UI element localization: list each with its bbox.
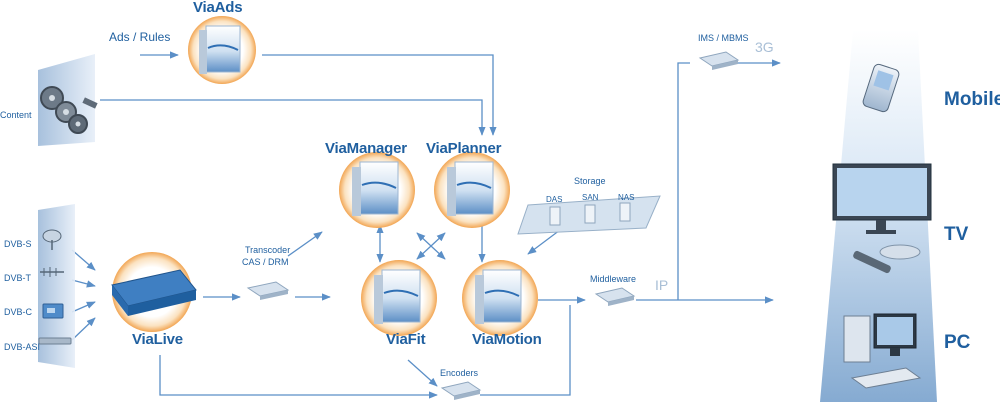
server-icon (38, 337, 72, 345)
ip-to-ims (677, 62, 690, 300)
tv-label: TV (944, 224, 969, 245)
keyboard-icon (850, 367, 922, 389)
set-top-box-icon (879, 244, 921, 260)
ims-mbms-label: IMS / MBMS (698, 33, 749, 43)
encoders-label: Encoders (440, 368, 479, 378)
network-device-icon (698, 51, 740, 70)
viamanager-label: ViaManager (325, 140, 407, 157)
transcoder-label: Transcoder (245, 245, 291, 255)
dvb-t-label: DVB-T (4, 273, 31, 283)
dvb-asi-label: DVB-ASI (4, 342, 41, 352)
connector-lines (71, 51, 781, 399)
satellite-dish-icon (42, 229, 62, 250)
dvb-t-arrow (71, 279, 96, 288)
pc-label: PC (944, 332, 971, 353)
nas-label: NAS (618, 193, 635, 202)
viamanager-product[interactable] (339, 152, 415, 228)
dvb-c-arrow (71, 301, 96, 313)
transcoder-to-viamanager (287, 231, 323, 257)
flat-tv-icon (832, 163, 932, 234)
viaplanner-product[interactable] (434, 152, 510, 228)
san-label: SAN (582, 193, 599, 202)
network-device-icon (246, 281, 290, 300)
remote-control-icon (853, 250, 891, 274)
content-to-viamanager (100, 99, 486, 136)
viafit-product[interactable] (361, 260, 437, 336)
vialive-to-encoders (159, 355, 438, 399)
storage-label: Storage (574, 176, 606, 186)
das-label: DAS (546, 195, 563, 204)
dvb-c-label: DVB-C (4, 307, 33, 317)
viaads-product[interactable] (188, 16, 256, 84)
smartphone-icon (862, 63, 900, 113)
network-device-icon (440, 381, 482, 400)
vialive-product[interactable] (111, 252, 197, 332)
content-label: Content (0, 110, 32, 120)
dvb-asi-arrow (71, 317, 96, 341)
viaads-to-viaplanner (262, 54, 497, 136)
cross-link-b (416, 232, 446, 260)
ip-label: IP (655, 277, 669, 293)
antenna-icon (40, 267, 64, 277)
dvb-s-label: DVB-S (4, 239, 32, 249)
film-reels-icon (40, 86, 98, 134)
encoders-to-viamotion (480, 305, 571, 396)
viaads-label: ViaAds (193, 0, 243, 16)
viamotion-label: ViaMotion (472, 331, 542, 348)
3g-label: 3G (755, 39, 774, 55)
viaplanner-label: ViaPlanner (426, 140, 502, 157)
ads-rules-label: Ads / Rules (109, 30, 171, 44)
viafit-label: ViaFit (386, 331, 426, 348)
middleware-label: Middleware (590, 274, 637, 284)
mobile-label: Mobile (944, 89, 1000, 110)
storage-to-viamotion (527, 229, 561, 255)
encoders-up-link (407, 359, 438, 387)
viamotion-product[interactable] (462, 260, 538, 336)
desktop-pc-icon (843, 313, 917, 363)
broadcast-panel (38, 204, 75, 368)
vialive-label: ViaLive (132, 331, 183, 348)
set-top-box-icon (42, 303, 64, 319)
dvb-s-arrow (71, 249, 96, 271)
network-device-icon (594, 287, 636, 306)
storage-rack-icon (517, 195, 661, 235)
cas-drm-label: CAS / DRM (242, 257, 289, 267)
